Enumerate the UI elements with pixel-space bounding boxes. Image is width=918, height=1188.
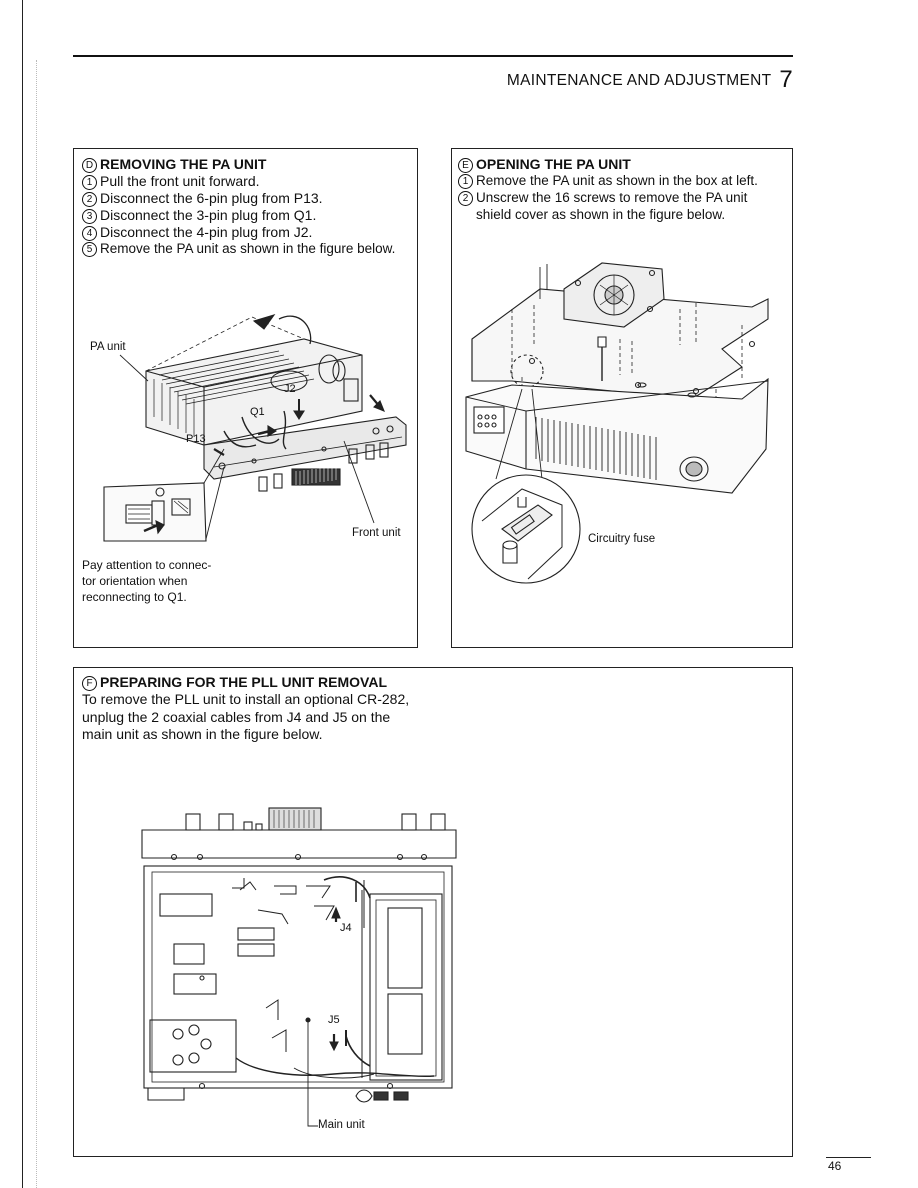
label-p13: P13 (186, 433, 206, 445)
section-f-heading: PREPARING FOR THE PLL UNIT REMOVAL (100, 674, 388, 690)
label-j4: J4 (340, 922, 352, 934)
page-number: 46 (828, 1159, 842, 1173)
step-number: 1 (458, 174, 473, 189)
binding-dots (36, 60, 37, 1188)
label-front-unit: Front unit (352, 527, 401, 539)
section-letter-badge: F (82, 676, 97, 691)
binding-line (22, 0, 23, 1188)
note-line: tor orientation when (82, 574, 188, 588)
pa-unit-removal-illustration (103, 314, 407, 542)
page-header: MAINTENANCE AND ADJUSTMENT 7 (507, 66, 793, 94)
body-line: unplug the 2 coaxial cables from J4 and … (82, 708, 391, 725)
connector-note: Pay attention to connec- tor orientation… (82, 557, 211, 605)
label-j2: J2 (284, 383, 296, 395)
step-text: Disconnect the 4-pin plug from J2. (100, 224, 313, 240)
note-line: Pay attention to connec- (82, 558, 212, 572)
step-text: Unscrew the 16 screws to remove the PA u… (476, 190, 748, 205)
section-f-body: To remove the PLL unit to install an opt… (82, 691, 409, 744)
label-pa-unit: PA unit (90, 341, 126, 353)
body-line: main unit as shown in the figure below. (82, 726, 323, 742)
label-circuitry-fuse: Circuitry fuse (588, 533, 656, 545)
section-e-heading: OPENING THE PA UNIT (476, 156, 631, 172)
note-line: reconnecting to Q1. (82, 590, 187, 604)
step-number: 4 (82, 226, 97, 241)
section-letter-badge: D (82, 158, 97, 173)
step-number: 1 (82, 175, 97, 190)
step-number: 5 (82, 242, 97, 257)
pa-unit-shield-illustration (465, 262, 769, 584)
label-j5: J5 (328, 1014, 340, 1026)
header-rule (73, 55, 793, 57)
step-text: Remove the PA unit as shown in the figur… (100, 241, 396, 256)
body-line: To remove the PLL unit to install an opt… (82, 691, 410, 707)
step-number: 2 (458, 191, 473, 206)
step-text: Disconnect the 6-pin plug from P13. (100, 190, 323, 206)
label-q1: Q1 (250, 406, 265, 418)
section-letter-badge: E (458, 158, 473, 173)
step-e2-continued: shield cover as shown in the figure belo… (476, 207, 726, 222)
step-number: 3 (82, 209, 97, 224)
chapter-number: 7 (779, 66, 793, 93)
header-title: MAINTENANCE AND ADJUSTMENT (506, 72, 772, 89)
main-unit-top-view-illustration (141, 807, 457, 1127)
step-text: Disconnect the 3-pin plug from Q1. (100, 207, 317, 223)
section-d-heading: REMOVING THE PA UNIT (100, 156, 267, 172)
label-main-unit: Main unit (318, 1119, 365, 1131)
step-number: 2 (82, 192, 97, 207)
page-number-rule (826, 1157, 871, 1158)
step-text: Remove the PA unit as shown in the box a… (476, 173, 758, 188)
step-text: Pull the front unit forward. (100, 173, 260, 189)
